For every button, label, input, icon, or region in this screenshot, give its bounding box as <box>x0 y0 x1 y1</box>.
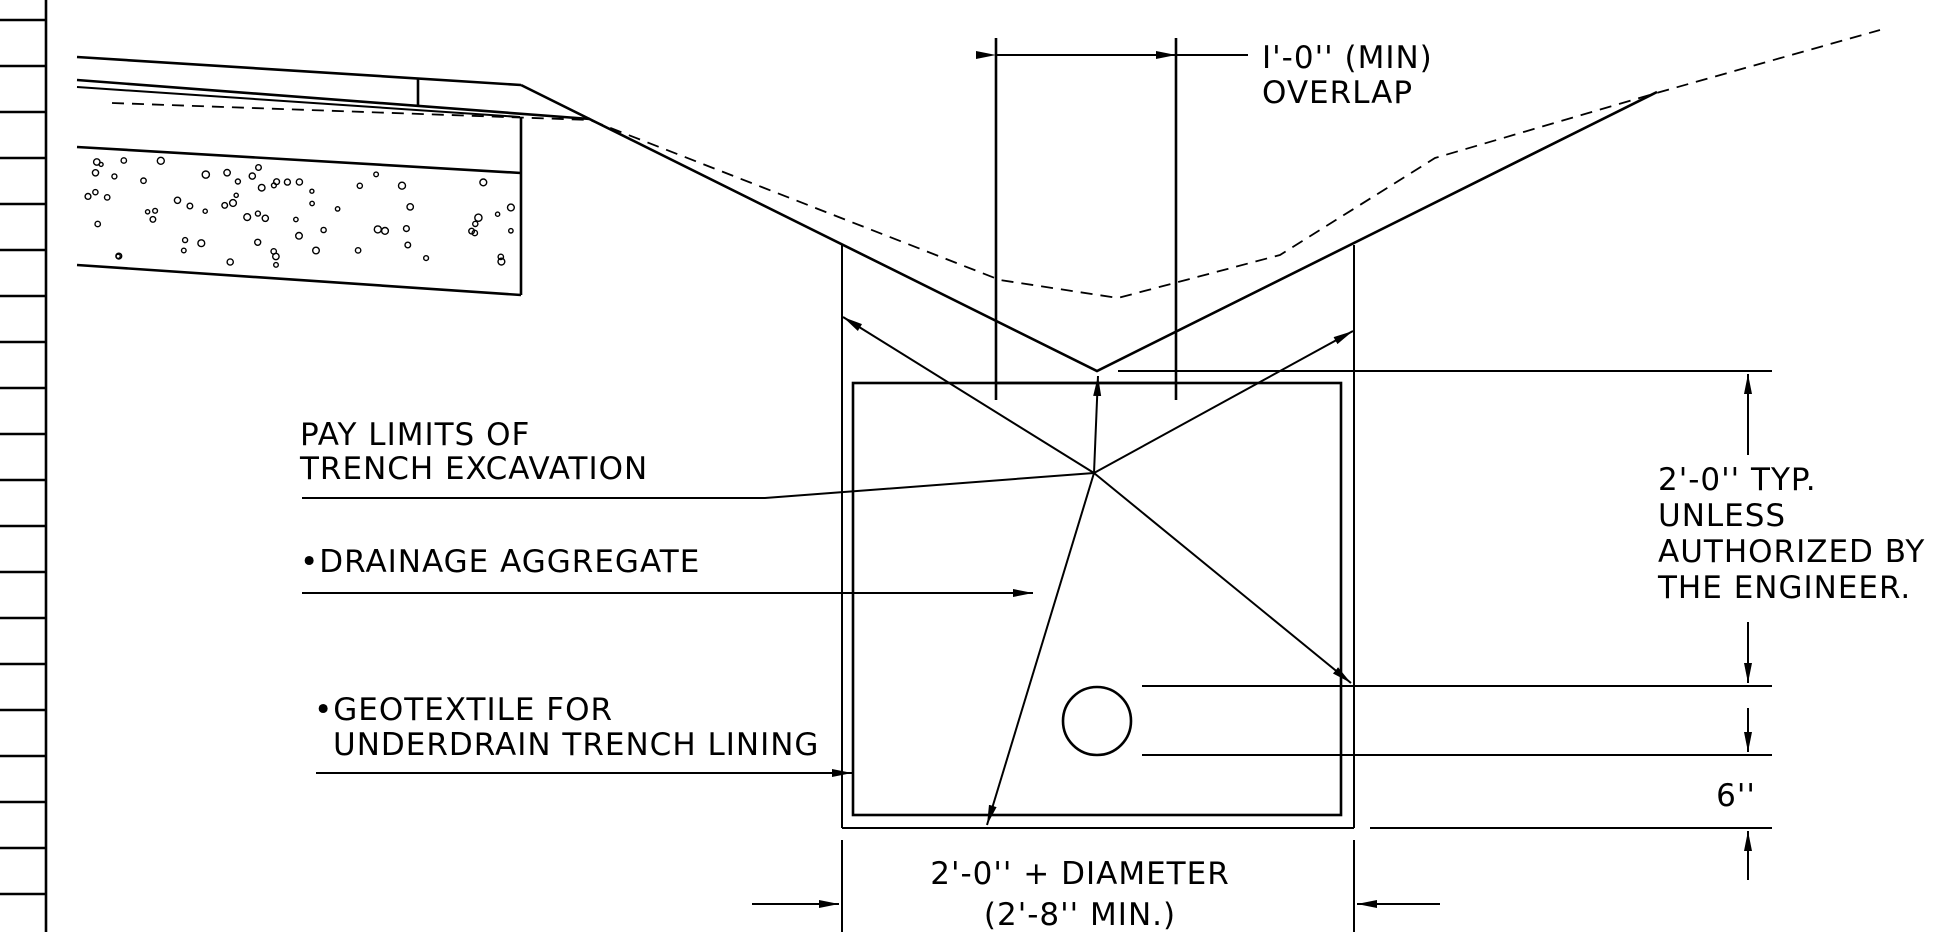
underdrain-pipe <box>1061 685 1133 757</box>
overlap-label-line1: I'-0'' (MIN) <box>1262 40 1433 76</box>
base-aggregate-pattern <box>84 156 516 268</box>
drainage-aggregate-label: •DRAINAGE AGGREGATE <box>300 544 700 580</box>
width-label-line1: 2'-0'' + DIAMETER <box>930 856 1230 892</box>
geotextile-overlap <box>994 38 1178 400</box>
bedding-label: 6'' <box>1716 778 1756 814</box>
pay-limits-label-line2: TRENCH EXCAVATION <box>299 451 648 487</box>
ditch-slope-line <box>520 83 1658 373</box>
depth-label-line2: UNLESS <box>1658 498 1786 534</box>
leaders <box>302 316 1354 826</box>
sheet-border-ruler <box>0 0 48 932</box>
geotextile-label-line1: •GEOTEXTILE FOR <box>314 692 613 728</box>
depth-dimension <box>1118 370 1772 880</box>
depth-label-line1: 2'-0'' TYP. <box>1658 462 1817 498</box>
existing-ground-line <box>111 29 1881 299</box>
overlap-label-line2: OVERLAP <box>1262 75 1413 111</box>
trench-pay-limits <box>841 245 1355 829</box>
depth-label-line4: THE ENGINEER. <box>1657 570 1911 606</box>
pavement-section <box>76 55 591 297</box>
width-dimension <box>752 840 1440 932</box>
pay-limits-label-line1: PAY LIMITS OF <box>300 417 530 453</box>
geotextile-lining <box>851 381 1343 817</box>
geotextile-label-line2: UNDERDRAIN TRENCH LINING <box>333 727 819 763</box>
width-label-line2: (2'-8'' MIN.) <box>984 897 1176 932</box>
depth-label-line3: AUTHORIZED BY <box>1658 534 1925 570</box>
